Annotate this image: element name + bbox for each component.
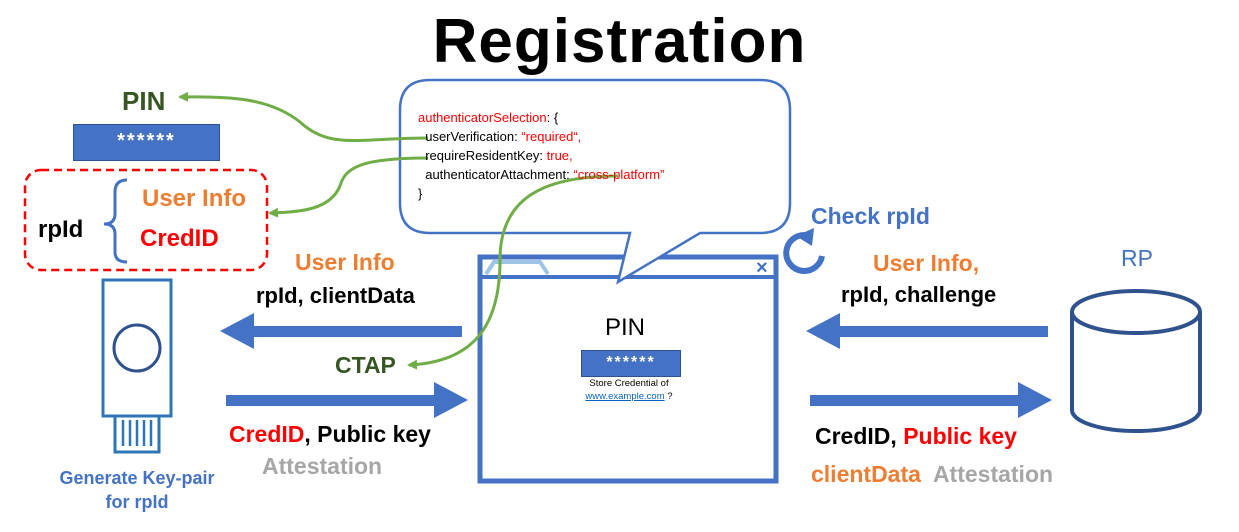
arrow-authenticator-to-client bbox=[226, 382, 468, 418]
authenticator-caption-line1: Generate Key-pair bbox=[59, 468, 215, 488]
security-key bbox=[101, 278, 173, 454]
green-arrow-to-ctap bbox=[407, 174, 619, 370]
check-rpid-loop-icon bbox=[783, 228, 825, 274]
authenticator-caption: Generate Key-pair for rpId bbox=[42, 466, 232, 514]
code-line5: } bbox=[418, 186, 423, 201]
right-clientdata-text: clientData bbox=[811, 461, 921, 487]
browser-pin-label: PIN bbox=[605, 314, 646, 341]
code-line2-key: userVerification: bbox=[418, 129, 522, 144]
right-user-info-label: User Info, bbox=[873, 250, 979, 277]
code-line3-key: requireResidentKey: bbox=[418, 148, 547, 163]
code-line4-val: “cross-platform” bbox=[573, 167, 665, 182]
mid-rpid-clientdata-label: rpId, clientData bbox=[256, 283, 415, 308]
right-user-info-comma: , bbox=[972, 250, 980, 276]
code-line1-rest: : { bbox=[546, 110, 559, 125]
mid-credid-text: CredID bbox=[229, 421, 305, 447]
left-pin-label: PIN bbox=[122, 86, 166, 116]
rp-database-icon bbox=[1070, 289, 1202, 433]
right-rpid-challenge-label: rpId, challenge bbox=[841, 282, 997, 307]
store-credential-url-line: www.example.com ? bbox=[480, 391, 778, 402]
right-credid-publickey-label: CredID, Public key bbox=[815, 423, 1017, 450]
code-line3-val: true, bbox=[546, 148, 573, 163]
check-rpid-label: Check rpId bbox=[811, 203, 930, 229]
green-arrow-to-pin bbox=[178, 91, 429, 142]
arrow-client-to-rp bbox=[810, 382, 1052, 418]
code-line2-val: “required“, bbox=[521, 129, 582, 144]
curly-brace bbox=[103, 178, 128, 264]
example-com-link[interactable]: www.example.com bbox=[585, 391, 665, 402]
browser-close-icon[interactable]: × bbox=[756, 257, 768, 279]
ctap-label: CTAP bbox=[335, 352, 396, 378]
authenticator-selection-code: authenticatorSelection: { userVerificati… bbox=[418, 108, 664, 203]
right-credid-text: CredID bbox=[815, 423, 891, 449]
mid-credid-publickey-label: CredID, Public key bbox=[229, 421, 431, 448]
rp-label: RP bbox=[1121, 245, 1153, 271]
right-clientdata-attestation-label: clientData Attestation bbox=[811, 461, 1053, 488]
mid-user-info-label: User Info bbox=[295, 249, 395, 275]
arrow-rp-to-client bbox=[806, 313, 1048, 349]
browser-pin-input[interactable]: ****** bbox=[581, 350, 681, 377]
credential-store-box bbox=[23, 168, 269, 272]
authenticator-caption-line2: for rpId bbox=[105, 492, 169, 512]
right-publickey-text: Public key bbox=[903, 423, 1017, 449]
left-pin-field: ****** bbox=[73, 124, 220, 161]
right-user-info-text: User Info bbox=[873, 250, 973, 276]
store-credential-suffix: ? bbox=[664, 391, 673, 402]
rpid-label: rpId bbox=[38, 216, 84, 243]
code-line4-key: authenticatorAttachment: bbox=[418, 167, 574, 182]
page-title: Registration bbox=[432, 7, 807, 76]
arrow-client-to-authenticator bbox=[220, 313, 462, 349]
code-line1-key: authenticatorSelection bbox=[418, 110, 547, 125]
right-attestation-text: Attestation bbox=[932, 461, 1054, 487]
mid-publickey-text: , Public key bbox=[304, 421, 431, 447]
green-arrow-to-credential-store bbox=[268, 156, 429, 218]
store-credential-text: Store Credential of bbox=[589, 378, 669, 389]
right-credid-comma: , bbox=[890, 423, 904, 449]
stored-credid-label: CredID bbox=[140, 225, 219, 252]
stored-user-info-label: User Info bbox=[142, 185, 247, 212]
mid-attestation-label: Attestation bbox=[262, 453, 383, 479]
speech-bubble bbox=[398, 78, 792, 285]
